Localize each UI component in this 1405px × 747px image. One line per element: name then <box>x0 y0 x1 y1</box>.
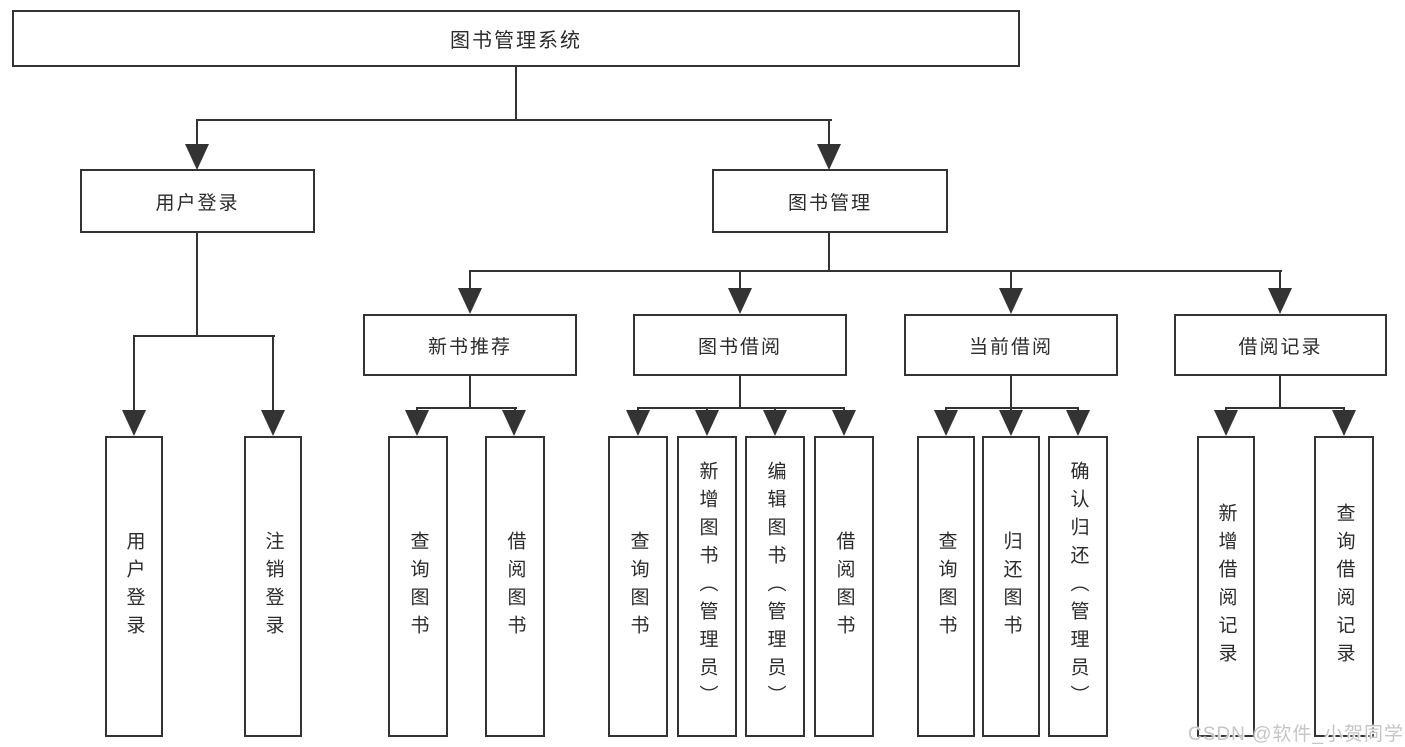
arrow-down-icon <box>1332 410 1356 436</box>
arrow-down-icon <box>502 410 526 436</box>
arrow-down-icon <box>934 410 958 436</box>
leaf-query-books-current: 查询图书 <box>917 436 975 737</box>
arrow-down-icon <box>1268 288 1292 314</box>
leaf-query-books-borrow-label: 查询图书 <box>627 530 649 643</box>
connector-book-borrow-vertical <box>739 375 741 409</box>
leaf-edit-books-admin-label: 编辑图书（管理员） <box>764 460 786 713</box>
leaf-borrow-books-label: 借阅图书 <box>833 530 855 643</box>
connector-user-login-horizontal <box>133 335 275 337</box>
node-book-management: 图书管理 <box>712 169 948 233</box>
connector-new-book-horizontal <box>416 407 517 409</box>
arrow-down-icon <box>261 410 285 436</box>
connector-records-horizontal <box>1225 407 1345 409</box>
leaf-borrow-books: 借阅图书 <box>814 436 874 737</box>
connector-records-vertical <box>1279 375 1281 409</box>
node-new-book-recommend-label: 新书推荐 <box>427 336 512 358</box>
leaf-add-books-admin: 新增图书（管理员） <box>677 436 737 737</box>
leaf-query-borrow-record-label: 查询借阅记录 <box>1333 502 1355 671</box>
arrow-down-icon <box>763 410 787 436</box>
leaf-query-books-recommend: 查询图书 <box>388 436 448 737</box>
node-book-borrow-label: 图书借阅 <box>697 336 782 358</box>
node-root-label: 图书管理系统 <box>450 30 582 52</box>
csdn-watermark: CSDN @软件_小贺同学 <box>1188 724 1404 745</box>
arrow-down-icon <box>1066 410 1090 436</box>
leaf-edit-books-admin: 编辑图书（管理员） <box>745 436 805 737</box>
node-user-login-label: 用户登录 <box>155 192 240 214</box>
connector-new-book-vertical <box>469 375 471 409</box>
connector-stem-leaf <box>272 335 274 413</box>
connector-user-login-vertical <box>196 232 198 337</box>
arrow-down-icon <box>626 410 650 436</box>
leaf-query-books-borrow: 查询图书 <box>608 436 668 737</box>
leaf-add-books-admin-label: 新增图书（管理员） <box>696 460 718 713</box>
leaf-confirm-return-admin: 确认归还（管理员） <box>1048 436 1108 737</box>
connector-stem-book-management <box>828 119 830 148</box>
connector-book-mgmt-horizontal <box>469 270 1282 272</box>
arrow-down-icon <box>728 288 752 314</box>
arrow-down-icon <box>458 288 482 314</box>
arrow-down-icon <box>999 288 1023 314</box>
node-current-borrow-label: 当前借阅 <box>968 336 1053 358</box>
connector-trunk-horizontal <box>196 119 832 121</box>
connector-book-borrow-horizontal <box>637 407 845 409</box>
leaf-query-books-current-label: 查询图书 <box>935 530 957 643</box>
connector-stem-level3 <box>469 270 471 290</box>
leaf-return-books: 归还图书 <box>982 436 1040 737</box>
connector-stem-user-login <box>196 119 198 148</box>
leaf-borrow-books-recommend-label: 借阅图书 <box>504 530 526 643</box>
node-root-system: 图书管理系统 <box>12 10 1020 67</box>
connector-stem-leaf <box>133 335 135 413</box>
arrow-down-icon <box>1214 410 1238 436</box>
arrow-down-icon <box>185 144 209 170</box>
node-book-management-label: 图书管理 <box>787 192 872 214</box>
leaf-user-login: 用户登录 <box>105 436 163 737</box>
arrow-down-icon <box>122 410 146 436</box>
connector-current-borrow-vertical <box>1010 375 1012 409</box>
node-new-book-recommend: 新书推荐 <box>363 314 577 376</box>
leaf-confirm-return-admin-label: 确认归还（管理员） <box>1067 460 1089 713</box>
connector-stem-level3 <box>1279 270 1281 290</box>
leaf-return-books-label: 归还图书 <box>1000 530 1022 643</box>
leaf-borrow-books-recommend: 借阅图书 <box>485 436 545 737</box>
leaf-query-books-recommend-label: 查询图书 <box>407 530 429 643</box>
leaf-user-login-label: 用户登录 <box>123 530 145 643</box>
node-book-borrow: 图书借阅 <box>633 314 847 376</box>
leaf-query-borrow-record: 查询借阅记录 <box>1314 436 1374 737</box>
leaf-add-borrow-record: 新增借阅记录 <box>1197 436 1255 737</box>
leaf-add-borrow-record-label: 新增借阅记录 <box>1215 502 1237 671</box>
arrow-down-icon <box>817 144 841 170</box>
leaf-logout: 注销登录 <box>244 436 302 737</box>
arrow-down-icon <box>999 410 1023 436</box>
node-borrow-records: 借阅记录 <box>1174 314 1387 376</box>
connector-current-borrow-horizontal <box>945 407 1079 409</box>
connector-trunk-vertical <box>515 67 517 120</box>
arrow-down-icon <box>695 410 719 436</box>
connector-stem-level3 <box>1010 270 1012 290</box>
connector-stem-level3 <box>739 270 741 290</box>
node-borrow-records-label: 借阅记录 <box>1238 336 1323 358</box>
node-user-login: 用户登录 <box>80 169 315 233</box>
leaf-logout-label: 注销登录 <box>262 530 284 643</box>
arrow-down-icon <box>405 410 429 436</box>
arrow-down-icon <box>832 410 856 436</box>
connector-book-mgmt-vertical <box>828 232 830 272</box>
node-current-borrow: 当前借阅 <box>904 314 1118 376</box>
